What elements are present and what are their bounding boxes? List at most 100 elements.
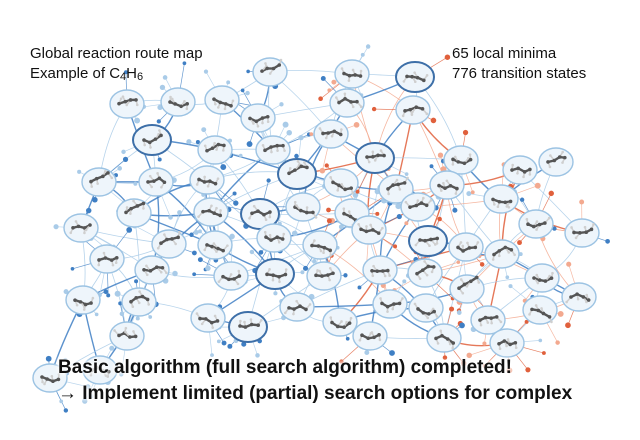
- carbon-atom: [146, 180, 150, 184]
- carbon-atom: [117, 333, 121, 338]
- carbon-atom: [89, 301, 93, 305]
- hydrogen-atom: [110, 176, 114, 180]
- hydrogen-atom: [119, 97, 123, 100]
- local-minimum-node: [255, 135, 291, 165]
- carbon-atom: [159, 133, 163, 138]
- node-ellipse: [329, 88, 365, 118]
- transition-state-dot: [302, 265, 309, 271]
- hydrogen-atom: [252, 204, 256, 208]
- carbon-atom: [423, 238, 427, 243]
- carbon-atom: [216, 246, 220, 251]
- transition-state-dot: [324, 163, 329, 168]
- hydrogen-atom: [378, 338, 382, 342]
- carbon-atom: [473, 245, 478, 250]
- local-minimum-node: [408, 225, 448, 257]
- carbon-atom: [581, 295, 586, 299]
- local-minimum-node: [561, 282, 597, 312]
- hydrogen-atom: [445, 179, 449, 183]
- hydrogen-atom: [268, 72, 272, 75]
- local-minimum-node: [277, 158, 317, 190]
- local-minimum-node: [313, 119, 349, 149]
- hydrogen-atom: [574, 236, 578, 240]
- carbon-atom: [142, 138, 146, 142]
- local-minimum-node: [160, 87, 196, 117]
- carbon-atom: [269, 238, 273, 242]
- hydrogen-atom: [498, 254, 501, 258]
- hydrogen-atom: [498, 347, 502, 351]
- transition-state-dot: [82, 398, 88, 404]
- carbon-atom: [349, 186, 353, 190]
- carbon-atom: [359, 227, 363, 232]
- figure-title: Global reaction route map Example of C4H…: [30, 44, 203, 84]
- hydrogen-atom: [340, 183, 344, 186]
- stat-local-minima: 65 local minima: [452, 45, 557, 62]
- carbon-atom: [547, 315, 552, 319]
- local-minimum-node: [502, 155, 538, 185]
- carbon-atom: [109, 258, 114, 262]
- hydrogen-atom: [493, 203, 496, 206]
- hydrogen-atom: [219, 209, 222, 212]
- node-ellipse: [151, 229, 187, 259]
- hydrogen-atom: [345, 320, 348, 324]
- transition-state-dot: [119, 311, 125, 317]
- carbon-atom: [281, 143, 285, 148]
- transition-state-dot: [182, 61, 187, 66]
- hydrogen-atom: [401, 297, 404, 300]
- local-minimum-node: [151, 229, 187, 259]
- carbon-atom: [429, 237, 433, 242]
- carbon-atom: [467, 246, 472, 250]
- local-minimum-node: [204, 85, 240, 115]
- carbon-atom: [589, 227, 594, 232]
- hydrogen-atom: [159, 270, 163, 274]
- node-ellipse: [302, 230, 338, 260]
- carbon-atom: [287, 171, 291, 176]
- hydrogen-atom: [249, 318, 253, 321]
- hydrogen-atom: [525, 217, 529, 221]
- carbon-atom: [159, 241, 163, 245]
- local-minimum-node: [116, 198, 152, 228]
- hydrogen-atom: [308, 303, 312, 306]
- carbon-atom: [380, 301, 384, 306]
- carbon-atom: [434, 336, 438, 341]
- carbon-atom: [134, 98, 138, 102]
- hydrogen-atom: [305, 206, 309, 209]
- carbon-atom: [415, 271, 419, 276]
- local-minimum-node: [470, 305, 506, 335]
- carbon-atom: [462, 161, 467, 166]
- carbon-atom: [474, 275, 479, 280]
- hydrogen-atom: [465, 285, 469, 288]
- hydrogen-atom: [413, 80, 417, 84]
- local-minimum-node: [522, 295, 558, 325]
- hydrogen-atom: [359, 105, 363, 108]
- transition-state-dot: [266, 178, 271, 183]
- hydrogen-atom: [90, 185, 94, 188]
- hydrogen-atom: [342, 207, 346, 210]
- local-minimum-node: [400, 192, 436, 222]
- hydrogen-atom: [82, 308, 86, 311]
- hydrogen-atom: [318, 269, 321, 273]
- local-minimum-node: [240, 103, 276, 133]
- transition-state-dot: [353, 121, 360, 128]
- hydrogen-atom: [576, 297, 580, 301]
- title-formula-sub-6: 6: [137, 71, 144, 83]
- carbon-atom: [135, 204, 140, 208]
- carbon-atom: [392, 302, 396, 306]
- hydrogen-atom: [149, 146, 152, 149]
- carbon-atom: [410, 74, 414, 79]
- transition-state-dot: [357, 285, 362, 290]
- carbon-atom: [510, 168, 514, 172]
- hydrogen-atom: [448, 342, 452, 346]
- transition-state-dot: [326, 207, 331, 213]
- hydrogen-atom: [147, 303, 150, 306]
- carbon-atom: [277, 274, 281, 279]
- stat-transition-states: 776 transition states: [452, 65, 587, 82]
- carbon-atom: [232, 277, 236, 281]
- hydrogen-atom: [505, 205, 509, 208]
- hydrogen-atom: [165, 271, 168, 275]
- transition-state-dot: [123, 70, 128, 75]
- transition-state-dot: [517, 240, 522, 246]
- carbon-atom: [508, 342, 512, 347]
- hydrogen-atom: [466, 156, 470, 160]
- hydrogen-atom: [277, 240, 281, 244]
- hydrogen-atom: [387, 192, 390, 196]
